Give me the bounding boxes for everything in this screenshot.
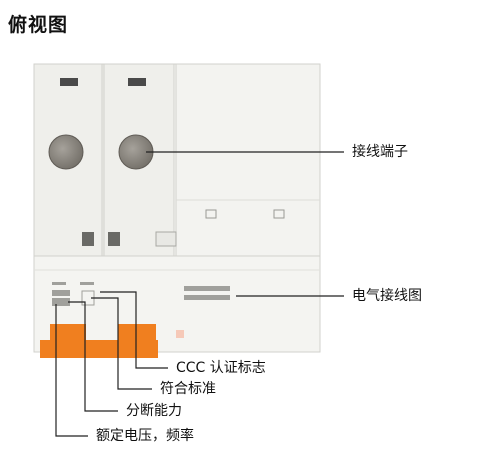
leader-voltage (55, 304, 88, 437)
callout-ccc: CCC 认证标志 (176, 360, 266, 376)
orange-handles (40, 324, 158, 358)
breaker-housing (33, 63, 321, 353)
callout-breaking-capacity: 分断能力 (126, 403, 182, 419)
callout-rated-voltage: 额定电压，频率 (96, 428, 194, 444)
page-title: 俯视图 (8, 14, 69, 36)
pole-tag-1 (60, 78, 78, 86)
leader-breaking (68, 301, 118, 412)
pole-tag-2 (128, 78, 146, 86)
callout-wiring-diagram: 电气接线图 (352, 288, 422, 304)
terminal-hole-1 (48, 134, 84, 170)
leader-lines (55, 151, 344, 437)
leader-standard (91, 297, 152, 390)
callout-terminal: 接线端子 (352, 144, 408, 160)
callout-standard: 符合标准 (160, 381, 216, 397)
leader-ccc (100, 291, 168, 369)
